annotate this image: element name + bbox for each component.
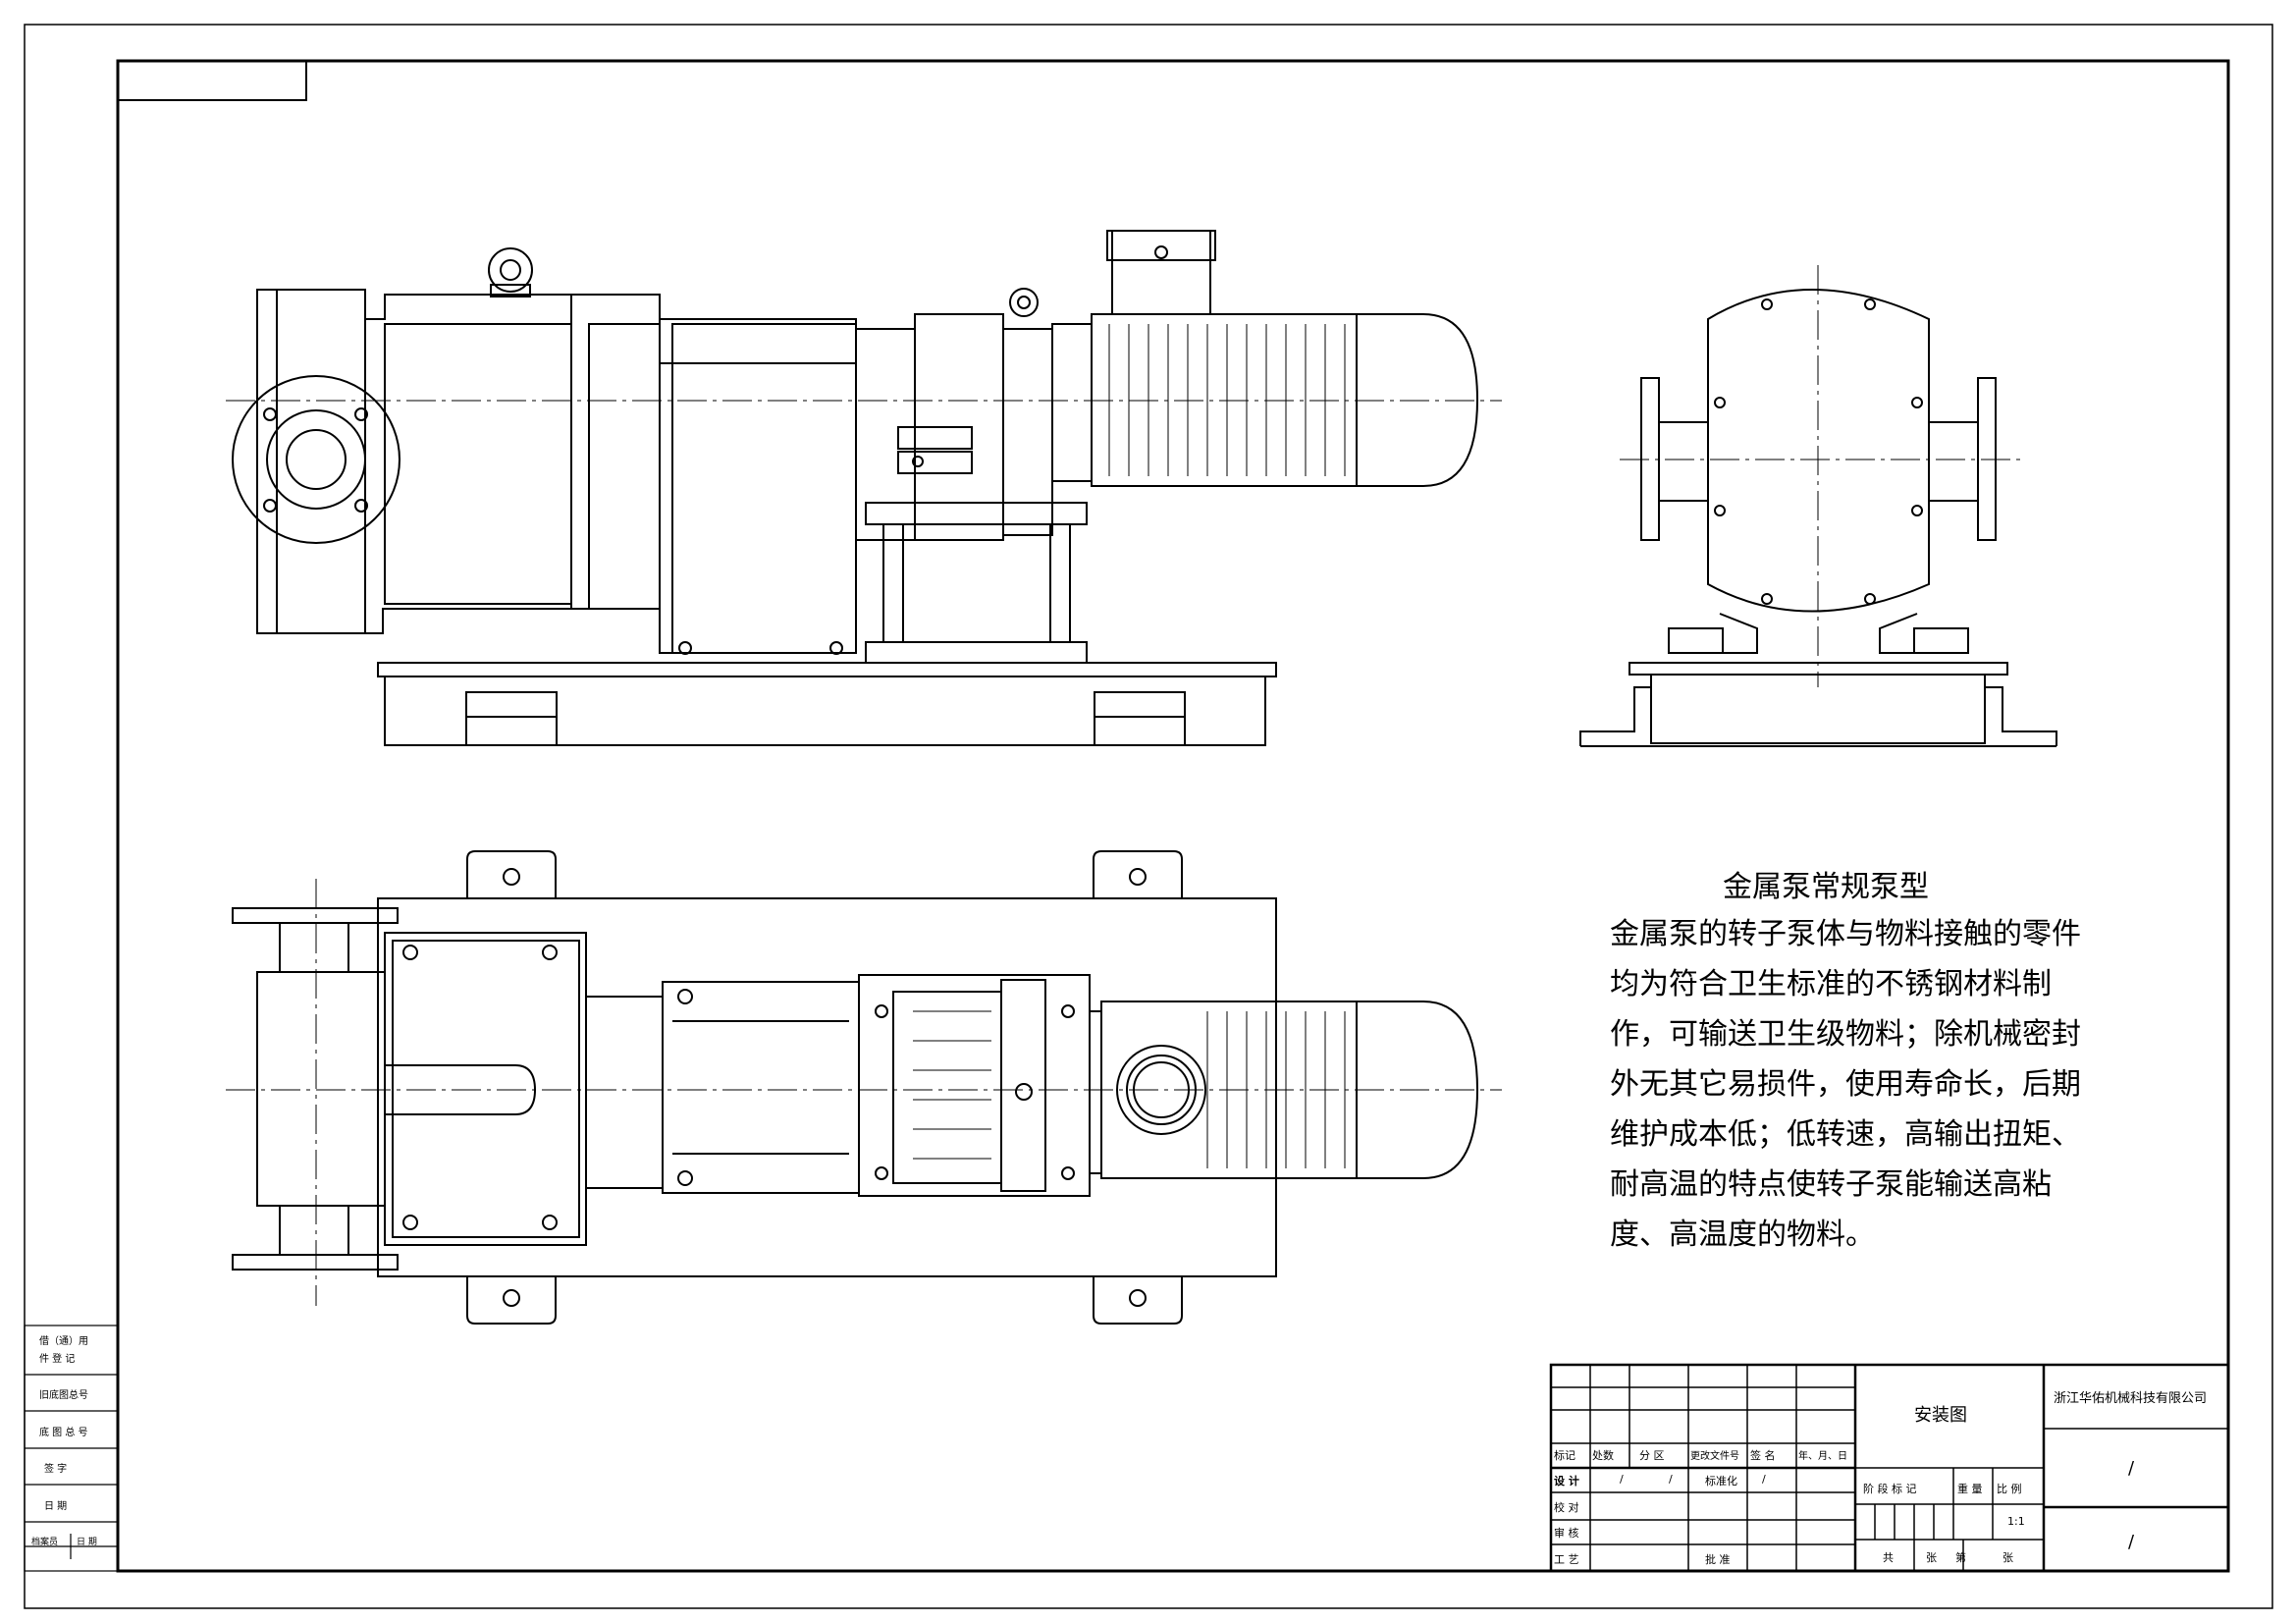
weight-label: 重 量 [1957, 1483, 1983, 1495]
drawing-name: 安装图 [1914, 1405, 1967, 1426]
standardize-label: 标准化 [1705, 1475, 1737, 1488]
title-block [1549, 1363, 2230, 1573]
sheet-unit: 张 [2002, 1551, 2013, 1564]
top-left-box [117, 60, 307, 101]
stage-mark-label: 阶 段 标 记 [1863, 1483, 1917, 1495]
description-line: 金属泵的转子泵体与物料接触的零件 [1610, 917, 2081, 951]
description-line: 作，可输送卫生级物料；除机械密封 [1610, 1017, 2081, 1052]
slash-mark: / [1669, 1473, 1673, 1486]
sheet-no-label: 第 [1955, 1551, 1966, 1564]
approve-label: 批 准 [1705, 1553, 1731, 1566]
side-registration-block [24, 1325, 119, 1572]
front-view [226, 230, 1502, 746]
side-label: 借（通）用 [39, 1336, 88, 1347]
total-sheets-label: 共 [1883, 1551, 1894, 1564]
top-view [226, 850, 1502, 1325]
slash-mark: / [1762, 1473, 1766, 1486]
side-label: 签 字 [44, 1464, 68, 1475]
sheets-unit: 张 [1926, 1551, 1937, 1564]
scale-value: 1:1 [2007, 1515, 2025, 1528]
lifting-eye-1 [488, 247, 533, 293]
terminal-box-top [1116, 1045, 1206, 1135]
rev-header: 签 名 [1750, 1449, 1776, 1462]
rev-header: 标记 [1554, 1449, 1575, 1462]
slash-mark: / [1620, 1473, 1624, 1486]
side-label: 日 期 [44, 1501, 68, 1512]
design-label: 设 计 [1554, 1475, 1579, 1488]
rev-header: 年、月、日 [1798, 1451, 1847, 1462]
rev-header: 分 区 [1639, 1449, 1665, 1462]
slash-mark: / [2128, 1532, 2135, 1552]
terminal-box [1111, 230, 1211, 315]
description-title: 金属泵常规泵型 [1723, 870, 1929, 904]
rev-header: 处数 [1592, 1449, 1614, 1462]
side-label: 旧底图总号 [39, 1390, 88, 1401]
inlet-flange [232, 375, 400, 544]
description-line: 均为符合卫生标准的不锈钢材料制 [1610, 967, 2052, 1001]
check-label: 校 对 [1554, 1501, 1579, 1514]
side-label: 日 期 [77, 1538, 97, 1547]
lifting-eye-2 [1009, 288, 1039, 317]
slash-mark: / [2128, 1458, 2135, 1479]
process-label: 工 艺 [1554, 1553, 1579, 1566]
company-name: 浙江华佑机械科技有限公司 [2054, 1391, 2208, 1406]
side-view [1579, 265, 2057, 747]
description-line: 耐高温的特点使转子泵能输送高粘 [1610, 1167, 2052, 1202]
description-line: 外无其它易损件，使用寿命长，后期 [1610, 1067, 2081, 1102]
side-label: 件 登 记 [39, 1354, 76, 1365]
inner-frame [116, 59, 2230, 1573]
side-label: 底 图 总 号 [39, 1428, 88, 1438]
scale-label: 比 例 [1997, 1483, 2022, 1495]
rev-header: 更改文件号 [1690, 1451, 1739, 1462]
description-line: 维护成本低；低转速，高输出扭矩、 [1610, 1117, 2081, 1152]
outer-frame [24, 24, 2273, 1609]
description-line: 度、高温度的物料。 [1610, 1217, 1875, 1252]
side-label: 档案员 [31, 1538, 59, 1547]
review-label: 审 核 [1554, 1527, 1579, 1540]
description-body: 金属泵的转子泵体与物料接触的零件 均为符合卫生标准的不锈钢材料制 作，可输送卫生… [1610, 909, 2160, 1260]
